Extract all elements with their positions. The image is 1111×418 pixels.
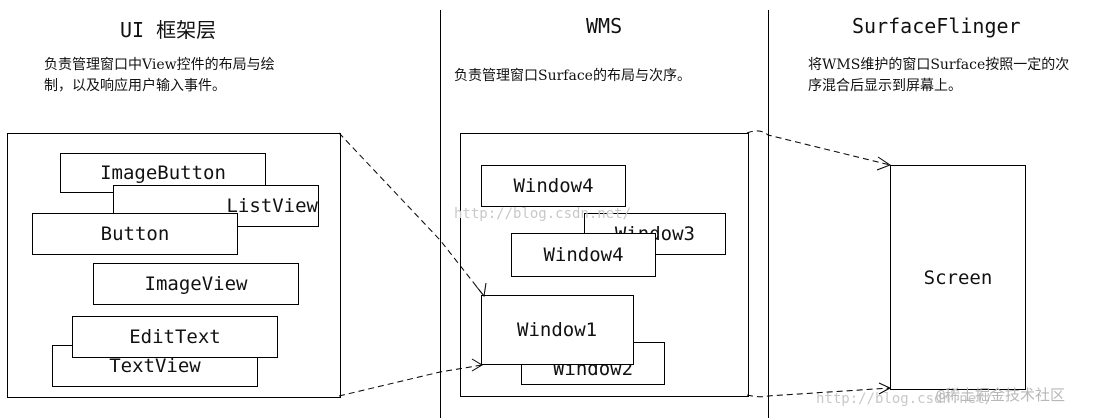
arrow-wms-to-screen-bottom bbox=[746, 387, 891, 398]
arrow-ui-to-window1 bbox=[338, 132, 485, 297]
arrowhead-window1-top bbox=[475, 282, 487, 298]
wms-title: WMS bbox=[586, 14, 623, 38]
column-divider-right bbox=[768, 10, 769, 418]
watermark-url-wms: http://blog.csdn.net/ bbox=[454, 206, 632, 222]
arrowhead-window1-bottom bbox=[471, 358, 483, 372]
ui-layer-description-line-1: 负责管理窗口中View控件的布局与绘 bbox=[44, 57, 275, 73]
surfaceflinger-description: 将WMS维护的窗口Surface按照一定的次 序混合后显示到屏幕上。 bbox=[808, 55, 1069, 97]
watermark-brand: @稀土掘金技术社区 bbox=[936, 386, 1066, 404]
screen-box: Screen bbox=[890, 165, 1026, 390]
surfaceflinger-title: SurfaceFlinger bbox=[852, 14, 1021, 38]
arrowhead-screen-bottom bbox=[878, 382, 892, 395]
view-button: Button bbox=[32, 213, 238, 255]
watermark-url-bottom: http://blog.csdn.net/ bbox=[816, 391, 994, 407]
view-image-view: ImageView bbox=[93, 263, 299, 305]
surfaceflinger-description-line-2: 序混合后显示到屏幕上。 bbox=[808, 78, 962, 94]
window4-top: Window4 bbox=[481, 165, 626, 207]
ui-layer-description-line-2: 制，以及响应用户输入事件。 bbox=[44, 78, 226, 94]
arrow-ui-bottom-to-window1 bbox=[338, 364, 483, 397]
surfaceflinger-description-line-1: 将WMS维护的窗口Surface按照一定的次 bbox=[808, 57, 1070, 73]
arrowhead-screen-top bbox=[876, 156, 892, 171]
wms-description: 负责管理窗口Surface的布局与次序。 bbox=[454, 68, 691, 84]
ui-layer-description: 负责管理窗口中View控件的布局与绘 制，以及响应用户输入事件。 bbox=[44, 55, 275, 97]
window4: Window4 bbox=[511, 233, 656, 277]
window1: Window1 bbox=[481, 295, 634, 365]
ui-layer-title: UI 框架层 bbox=[120, 18, 217, 42]
view-edit-text: EditText bbox=[72, 316, 278, 358]
column-divider-left bbox=[440, 10, 441, 418]
arrow-wms-to-screen-top bbox=[746, 130, 891, 166]
